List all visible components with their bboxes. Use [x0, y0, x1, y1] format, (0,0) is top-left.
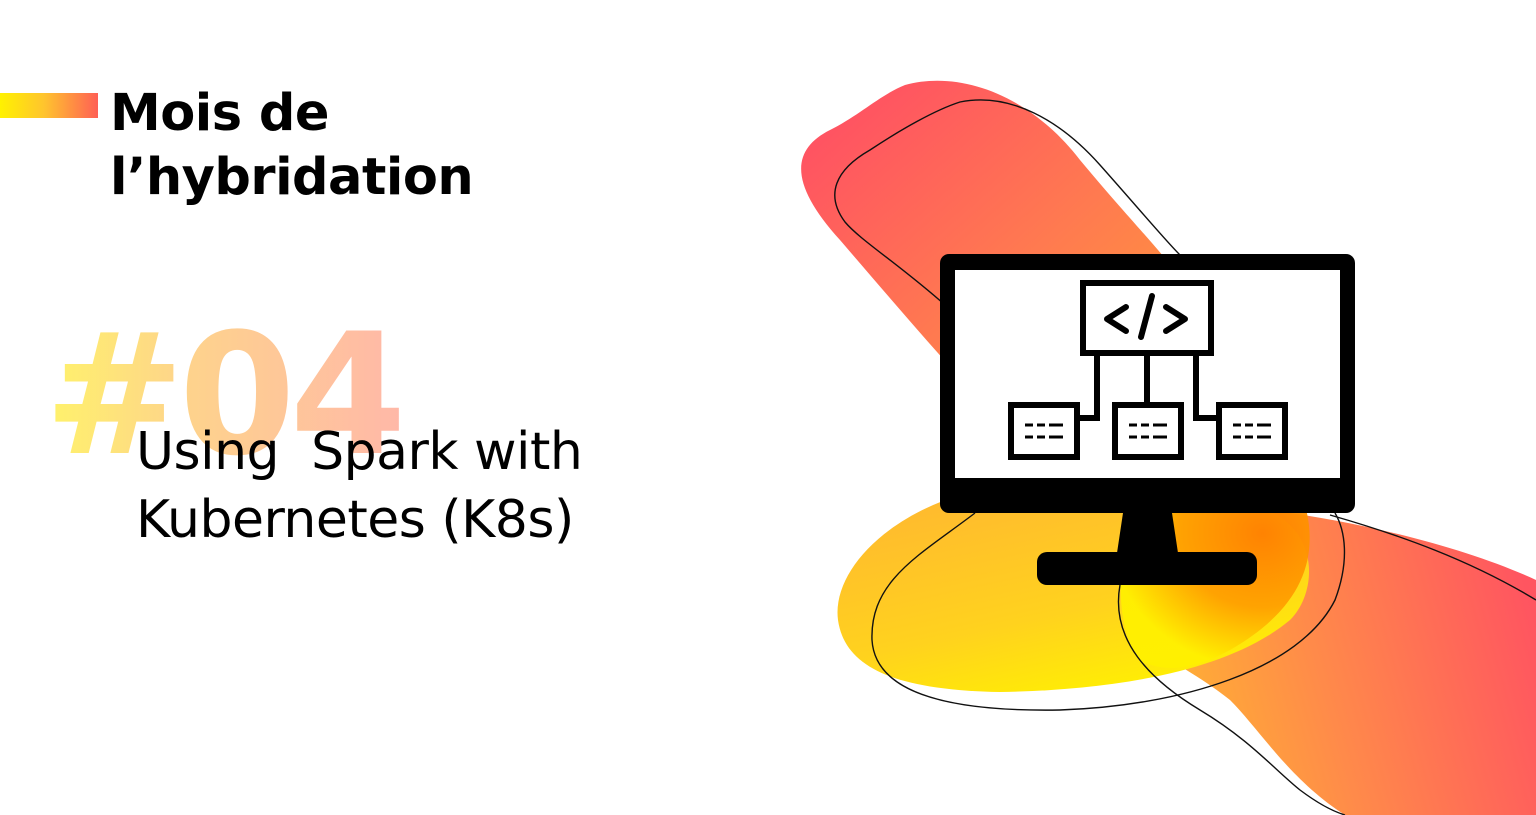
series-title-line1: Mois de: [110, 84, 329, 143]
outline-curve-lower: [1117, 584, 1346, 815]
talk-title: Using Spark with Kubernetes (K8s): [136, 418, 583, 554]
accent-bar: [0, 93, 98, 118]
child-node-center: [1112, 402, 1184, 460]
outline-curve-right: [1329, 514, 1536, 601]
child-node-right: [1216, 402, 1288, 460]
talk-title-line1: Using Spark with: [136, 422, 583, 482]
talk-title-line2: Kubernetes (K8s): [136, 490, 574, 550]
code-icon: [1104, 293, 1188, 340]
series-title: Mois de l’hybridation: [110, 82, 474, 210]
outline-curve-top: [834, 99, 1181, 306]
episode-number: #04: [44, 297, 407, 493]
outline-curve-loop: [871, 512, 1346, 711]
child-node-left: [1008, 402, 1080, 460]
series-title-line2: l’hybridation: [110, 148, 474, 207]
monitor-icon: [940, 254, 1355, 585]
